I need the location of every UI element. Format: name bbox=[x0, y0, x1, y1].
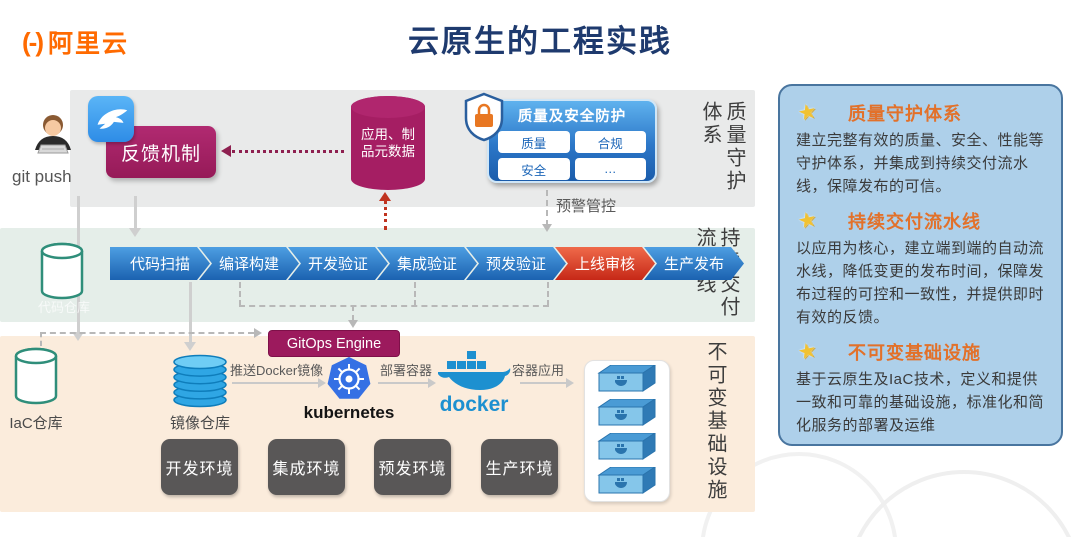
sidebar-section-pipeline: ★ 持续交付流水线 以应用为核心，建立端到端的自动流水线，降低变更的发布时间，保… bbox=[795, 207, 1045, 329]
alert-dashed-line bbox=[546, 190, 548, 226]
pipeline-stage: 上线审核 bbox=[555, 247, 655, 280]
arrow-head-icon bbox=[72, 332, 84, 341]
feedback-dotted-arrow bbox=[232, 150, 344, 153]
page-title: 云原生的工程实践 bbox=[408, 24, 672, 59]
sidebar-section-title: 不可变基础设施 bbox=[848, 343, 981, 363]
image-registry-disks-icon bbox=[173, 354, 227, 408]
alibaba-cloud-logo-icon: (-) bbox=[22, 26, 44, 57]
iac-dashed-connector bbox=[40, 332, 254, 334]
git-push-arrow-to-repo bbox=[134, 196, 137, 230]
panel-button-compliance: 合规 bbox=[574, 131, 646, 153]
pipeline-stage: 预发验证 bbox=[466, 247, 566, 280]
push-image-arrow bbox=[232, 382, 320, 384]
kubernetes-icon bbox=[327, 357, 371, 399]
deploy-container-label: 部署容器 bbox=[380, 363, 433, 378]
delivery-pipeline: 代码扫描 编译构建 开发验证 集成验证 预发验证 上线审核 生产发布 bbox=[110, 247, 744, 280]
shield-lock-icon bbox=[464, 92, 504, 142]
container-icon bbox=[597, 365, 656, 392]
container-icon bbox=[597, 399, 656, 426]
pipeline-stage: 编译构建 bbox=[199, 247, 299, 280]
git-push-label: git push bbox=[12, 167, 72, 186]
pipeline-dashed-connector bbox=[239, 305, 549, 307]
arrow-head-icon bbox=[221, 145, 231, 157]
watermark-circle bbox=[845, 470, 1080, 537]
sidebar-section-title: 质量守护体系 bbox=[848, 104, 962, 124]
container-app-arrow bbox=[520, 382, 568, 384]
iac-dashed-connector bbox=[40, 332, 42, 346]
alibaba-cloud-logo-text: 阿里云 bbox=[47, 30, 129, 58]
arrow-head-icon bbox=[254, 328, 262, 338]
container-stack-panel bbox=[584, 360, 670, 502]
star-icon: ★ bbox=[795, 99, 820, 126]
pipeline-stage: 生产发布 bbox=[644, 247, 744, 280]
summary-sidebar: ★ 质量守护体系 建立完整有效的质量、安全、性能等守护体系，并集成到持续交付流水… bbox=[778, 84, 1063, 446]
panel-button-security: 安全 bbox=[498, 158, 570, 180]
sidebar-section-infra: ★ 不可变基础设施 基于云原生及IaC技术，定义和提供一致和可靠的基础设施，标准… bbox=[795, 338, 1045, 437]
docker-label: docker bbox=[439, 393, 509, 416]
star-icon: ★ bbox=[795, 338, 820, 365]
pipeline-dashed-connector bbox=[547, 282, 549, 306]
quality-security-panel: 质量及安全防护 质量 合规 安全 … bbox=[487, 99, 657, 183]
sidebar-section-body: 以应用为核心，建立端到端的自动流水线，降低变更的发布时间，保障发布过程的可控和一… bbox=[796, 240, 1045, 326]
pipeline-stage: 代码扫描 bbox=[110, 247, 210, 280]
env-box-staging: 预发环境 bbox=[374, 439, 451, 495]
push-image-label: 推送Docker镜像 bbox=[230, 363, 324, 378]
container-app-label: 容器应用 bbox=[512, 363, 565, 378]
pipeline-stage: 集成验证 bbox=[377, 247, 477, 280]
iac-repo-label: IaC仓库 bbox=[9, 415, 63, 432]
pipeline-stage: 开发验证 bbox=[288, 247, 388, 280]
developer-person-icon bbox=[35, 115, 71, 154]
sidebar-section-body: 建立完整有效的质量、安全、性能等守护体系，并集成到持续交付流水线，保障发布的可信… bbox=[796, 132, 1045, 195]
pipeline-dashed-connector bbox=[239, 282, 241, 306]
env-box-production: 生产环境 bbox=[481, 439, 558, 495]
env-box-integration: 集成环境 bbox=[268, 439, 345, 495]
sidebar-section-quality: ★ 质量守护体系 建立完整有效的质量、安全、性能等守护体系，并集成到持续交付流水… bbox=[795, 99, 1045, 198]
metadata-cylinder-icon bbox=[351, 96, 425, 190]
code-repo-label: 代码仓库 bbox=[37, 300, 90, 315]
panel-button-more: … bbox=[574, 158, 646, 180]
star-icon: ★ bbox=[795, 207, 820, 234]
quality-security-panel-title: 质量及安全防护 bbox=[517, 109, 627, 125]
alert-control-label: 预警管控 bbox=[556, 198, 617, 215]
arrow-head-icon bbox=[129, 228, 141, 237]
sidebar-section-body: 基于云原生及IaC技术，定义和提供一致和可靠的基础设施，标准化和简化服务的部署及… bbox=[796, 371, 1045, 434]
kubernetes-label: kubernetes bbox=[303, 403, 395, 422]
gitops-engine-box: GitOps Engine bbox=[268, 330, 400, 357]
arrow-head-icon bbox=[348, 320, 358, 328]
alibaba-cloud-logo: (-) 阿里云 bbox=[22, 24, 129, 60]
arrow-head-icon bbox=[428, 378, 436, 388]
container-icon bbox=[597, 433, 656, 460]
quality-band-label: 质量守护 体系 bbox=[699, 101, 745, 193]
metadata-red-dotted-arrow bbox=[384, 200, 387, 230]
deploy-container-arrow bbox=[378, 382, 430, 384]
dingtalk-icon bbox=[88, 96, 134, 142]
pipeline-dashed-connector bbox=[414, 282, 416, 306]
arrow-head-icon bbox=[379, 192, 391, 201]
env-box-dev: 开发环境 bbox=[161, 439, 238, 495]
docker-icon bbox=[438, 351, 511, 390]
arrow-head-icon bbox=[318, 378, 326, 388]
arrow-head-icon bbox=[184, 342, 196, 351]
image-registry-label: 镜像仓库 bbox=[169, 415, 230, 432]
iac-repo-cylinder-icon bbox=[14, 347, 58, 405]
infra-band-label: 不可变基础设施 bbox=[704, 341, 726, 502]
arrow-head-icon bbox=[566, 378, 574, 388]
sidebar-section-title: 持续交付流水线 bbox=[848, 212, 981, 232]
container-icon bbox=[597, 467, 656, 494]
code-repo-cylinder-icon bbox=[40, 242, 84, 300]
arrow-head-icon bbox=[542, 224, 552, 232]
gitops-dashed-connector bbox=[352, 305, 354, 321]
metadata-cylinder-label: 应用、制品元数据 bbox=[361, 127, 415, 159]
panel-button-quality: 质量 bbox=[498, 131, 570, 153]
build-to-registry-arrow bbox=[189, 282, 192, 344]
